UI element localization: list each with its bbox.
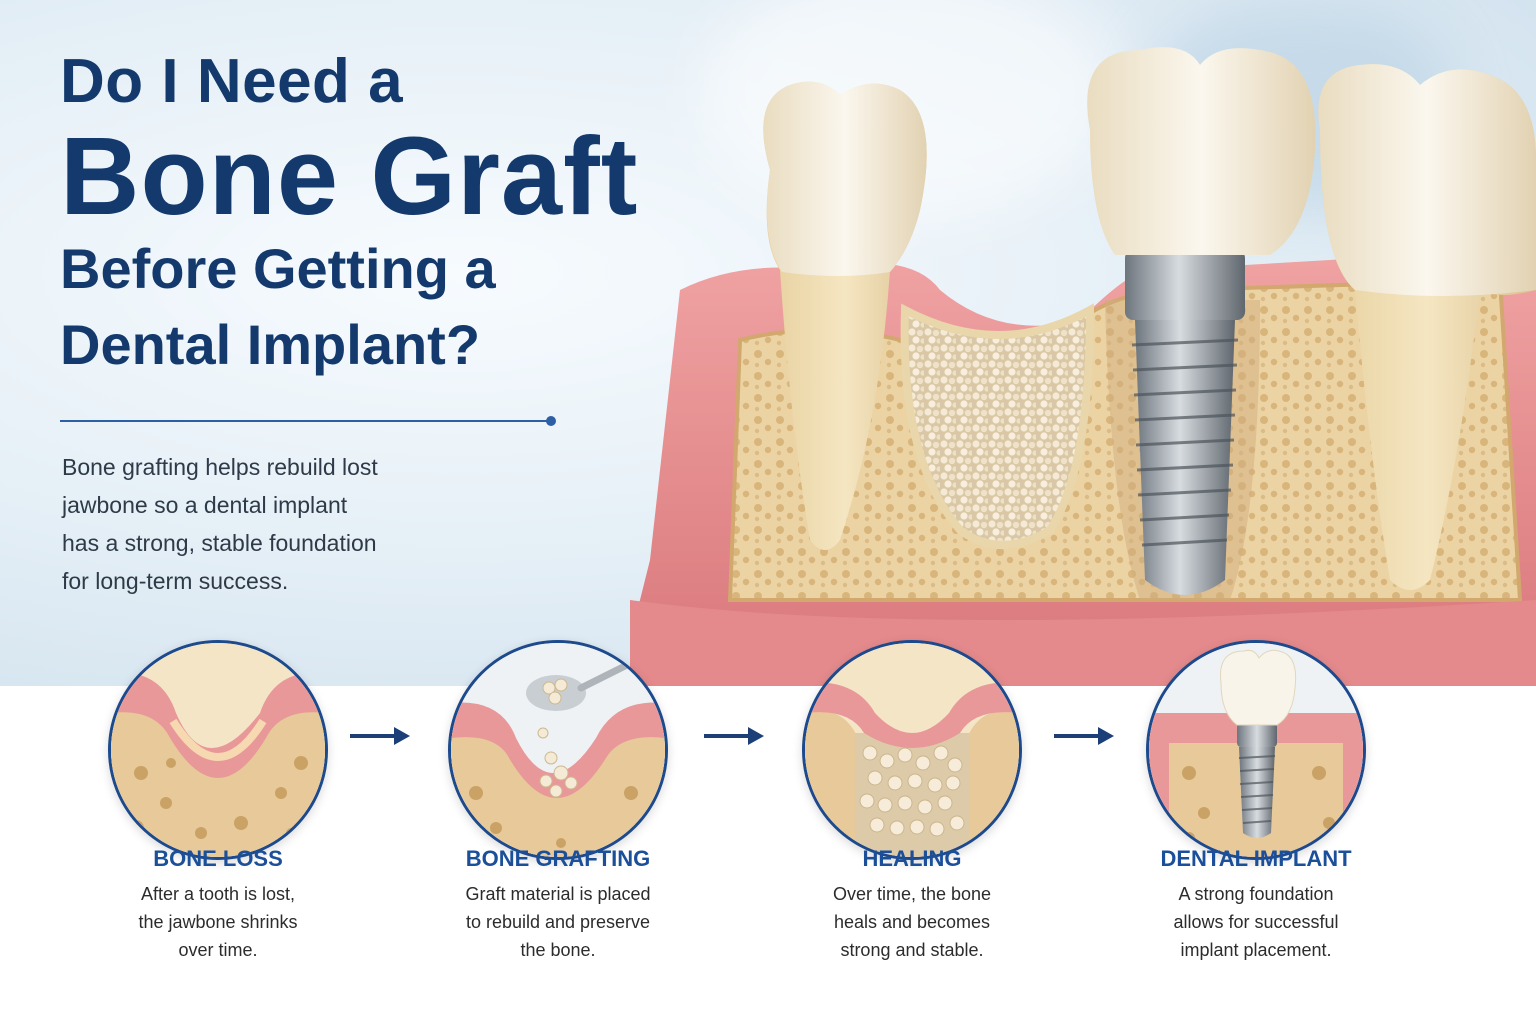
step-line: the jawbone shrinks xyxy=(138,912,298,932)
step-title: HEALING xyxy=(862,846,962,871)
step-description: A strong foundation allows for successfu… xyxy=(1126,880,1386,964)
intro-text: Bone grafting helps rebuild lost jawbone… xyxy=(62,448,442,600)
intro-line: jawbone so a dental implant xyxy=(62,492,348,518)
divider-dot xyxy=(546,416,556,426)
step-description: Over time, the bone heals and becomes st… xyxy=(782,880,1042,964)
intro-line: has a strong, stable foundation xyxy=(62,530,377,556)
bone-grafting-illustration xyxy=(448,640,668,860)
intro-line: Bone grafting helps rebuild lost xyxy=(62,454,378,480)
step-title: BONE LOSS xyxy=(153,846,283,871)
step-description: After a tooth is lost, the jawbone shrin… xyxy=(88,880,348,964)
step-line: the bone. xyxy=(520,940,596,960)
step-title: BONE GRAFTING xyxy=(465,846,651,871)
step-line: strong and stable. xyxy=(840,940,984,960)
step-line: heals and becomes xyxy=(833,912,991,932)
step-line: A strong foundation xyxy=(1178,884,1334,904)
bone-loss-illustration xyxy=(108,640,328,860)
step-line: over time. xyxy=(178,940,258,960)
title-divider xyxy=(60,420,550,422)
step-title: DENTAL IMPLANT xyxy=(1160,846,1352,871)
arrow-right-icon xyxy=(1054,727,1114,745)
intro-line: for long-term success. xyxy=(62,568,289,594)
jaw-cross-section-illustration xyxy=(630,47,1536,686)
step-line: Graft material is placed xyxy=(465,884,651,904)
step-line: Over time, the bone xyxy=(832,884,992,904)
step-line: allows for successful xyxy=(1173,912,1339,932)
arrow-right-icon xyxy=(350,727,410,745)
title-line-3: Before Getting a xyxy=(60,237,496,300)
title-line-1: Do I Need a xyxy=(60,47,404,116)
healing-illustration xyxy=(802,640,1022,860)
step-line: implant placement. xyxy=(1180,940,1332,960)
step-line: to rebuild and preserve xyxy=(465,912,651,932)
dental-implant-illustration xyxy=(1146,640,1366,860)
hero-background xyxy=(0,0,1536,686)
title-line-2: Bone Graft xyxy=(60,115,639,238)
step-line: After a tooth is lost, xyxy=(140,884,296,904)
page-title: Do I Need a Bone Graft Before Getting a … xyxy=(60,40,638,382)
step-description: Graft material is placed to rebuild and … xyxy=(428,880,688,964)
arrow-right-icon xyxy=(704,727,764,745)
title-line-4: Dental Implant? xyxy=(60,313,481,376)
